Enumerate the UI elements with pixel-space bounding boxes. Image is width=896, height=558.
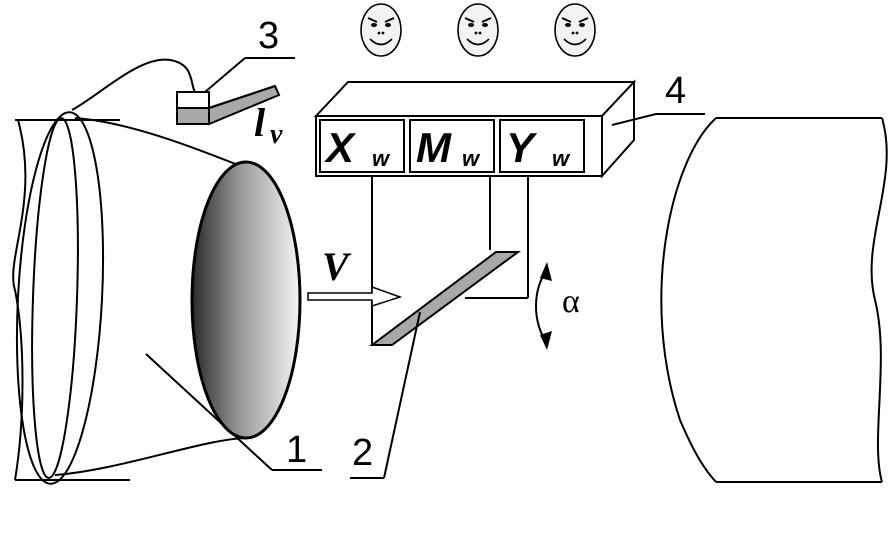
callout-4-label: 4 <box>665 70 686 112</box>
box-cell-frame <box>409 119 495 173</box>
lv-sub: v <box>270 119 283 150</box>
callout-4: 4 <box>611 70 705 126</box>
callout-2-label: 2 <box>352 432 373 474</box>
box-mirror-links <box>371 176 529 345</box>
mirror-plate <box>369 251 522 346</box>
lv-label: l v <box>254 100 283 150</box>
box-cell-letter: X <box>324 124 357 171</box>
callout-3: 3 <box>204 15 295 93</box>
lv-main: l <box>254 100 266 145</box>
callout-3-label: 3 <box>258 15 279 57</box>
lamp-body <box>15 111 246 485</box>
angle-indicator: α <box>535 262 580 350</box>
face-3-icon <box>554 3 596 57</box>
callout-1-label: 1 <box>286 429 307 471</box>
right-tube <box>660 117 888 483</box>
callout-1: 1 <box>145 353 322 471</box>
velocity-label: V <box>322 244 352 289</box>
box-cell-letter: Y <box>506 124 538 171</box>
box-cell-subscript: w <box>552 146 571 171</box>
box-cell-subscript: w <box>462 146 481 171</box>
face-1-icon <box>360 3 402 57</box>
left-tube <box>12 119 130 481</box>
box-top <box>313 81 637 117</box>
angle-label: α <box>562 283 580 320</box>
box-cell-subscript: w <box>372 146 391 171</box>
lamp-face <box>190 160 302 440</box>
callout-2: 2 <box>350 311 421 479</box>
face-2-icon <box>457 3 499 57</box>
sensor-cable <box>71 58 196 111</box>
box-cell-frame <box>499 119 585 173</box>
velocity-arrow: V <box>307 244 403 308</box>
box-cell-letter: M <box>416 124 452 171</box>
box-cell-frame <box>319 119 405 173</box>
faces <box>360 3 596 57</box>
sensor-3 <box>176 84 281 126</box>
